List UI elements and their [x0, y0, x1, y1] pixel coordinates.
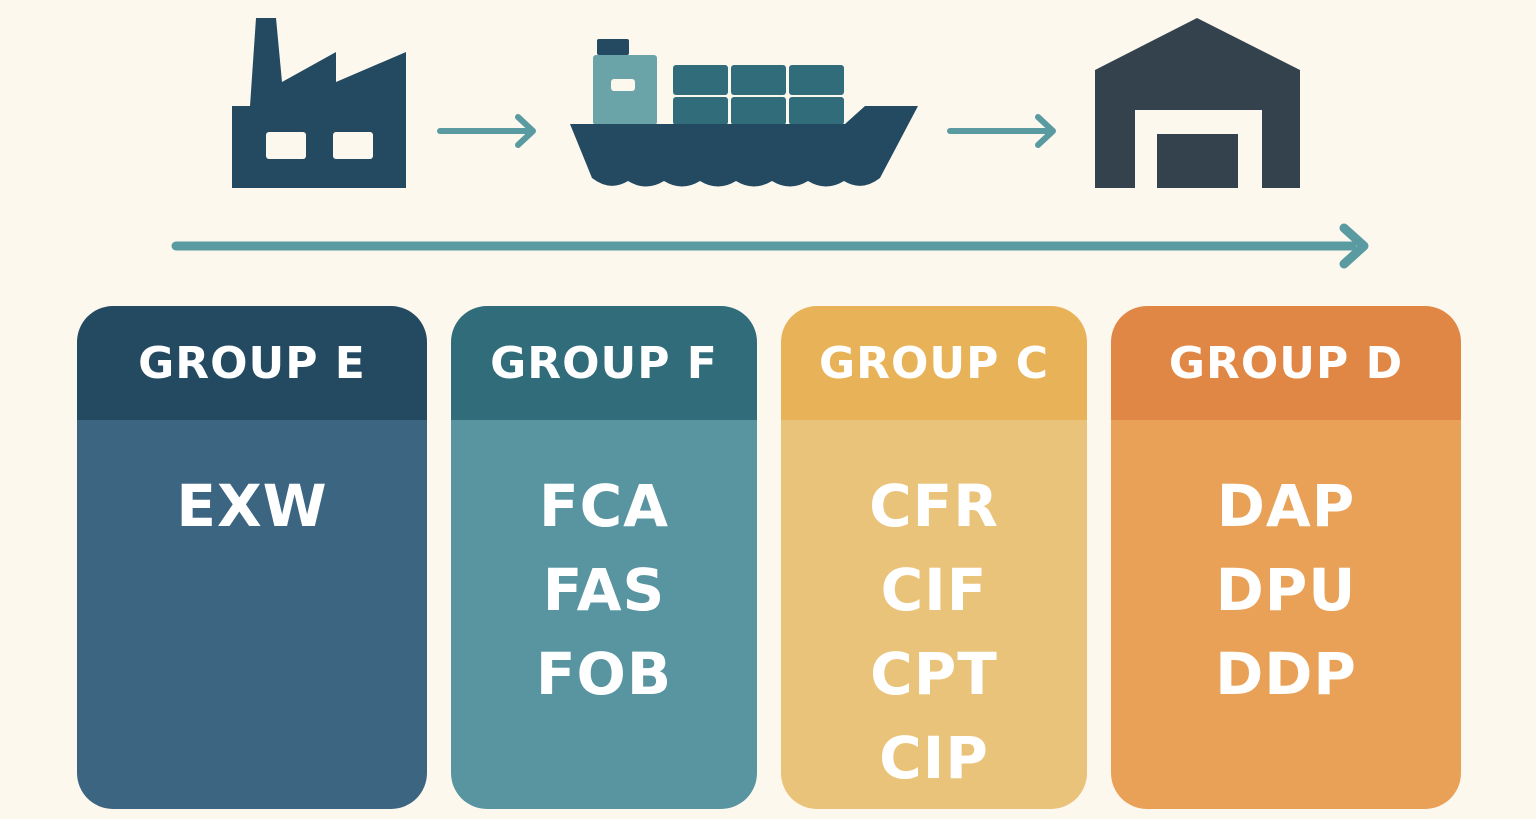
- group-e-title: GROUP E: [138, 337, 366, 389]
- group-e-body: EXW: [77, 420, 427, 809]
- group-d-title: GROUP D: [1168, 337, 1404, 389]
- term-fob: FOB: [535, 640, 673, 708]
- group-f-card: GROUP F FCA FAS FOB: [451, 306, 757, 809]
- term-ddp: DDP: [1215, 640, 1357, 708]
- arrow-right-icon: [947, 114, 1056, 148]
- group-d-header: GROUP D: [1111, 306, 1461, 420]
- arrow-right-icon: [437, 114, 536, 148]
- supply-chain-illustration: [171, 18, 1369, 269]
- cargo-ship-icon: [570, 39, 918, 187]
- group-e-card: GROUP E EXW: [77, 306, 427, 809]
- group-d-body: DAP DPU DDP: [1111, 420, 1461, 809]
- group-f-header: GROUP F: [451, 306, 757, 420]
- group-f-title: GROUP F: [490, 337, 718, 389]
- term-cpt: CPT: [870, 640, 998, 708]
- group-d-card: GROUP D DAP DPU DDP: [1111, 306, 1461, 809]
- term-exw: EXW: [176, 472, 328, 540]
- term-cif: CIF: [880, 556, 988, 624]
- term-dap: DAP: [1216, 472, 1356, 540]
- group-c-body: CFR CIF CPT CIP: [781, 420, 1087, 809]
- group-f-body: FCA FAS FOB: [451, 420, 757, 809]
- term-cfr: CFR: [869, 472, 999, 540]
- term-cip: CIP: [879, 724, 989, 792]
- group-c-header: GROUP C: [781, 306, 1087, 420]
- timeline-arrow-icon: [171, 223, 1369, 269]
- group-c-card: GROUP C CFR CIF CPT CIP: [781, 306, 1087, 809]
- term-fca: FCA: [538, 472, 670, 540]
- term-fas: FAS: [542, 556, 666, 624]
- term-dpu: DPU: [1215, 556, 1357, 624]
- factory-icon: [232, 18, 406, 188]
- group-e-header: GROUP E: [77, 306, 427, 420]
- group-c-title: GROUP C: [819, 337, 1049, 389]
- warehouse-icon: [1095, 18, 1300, 188]
